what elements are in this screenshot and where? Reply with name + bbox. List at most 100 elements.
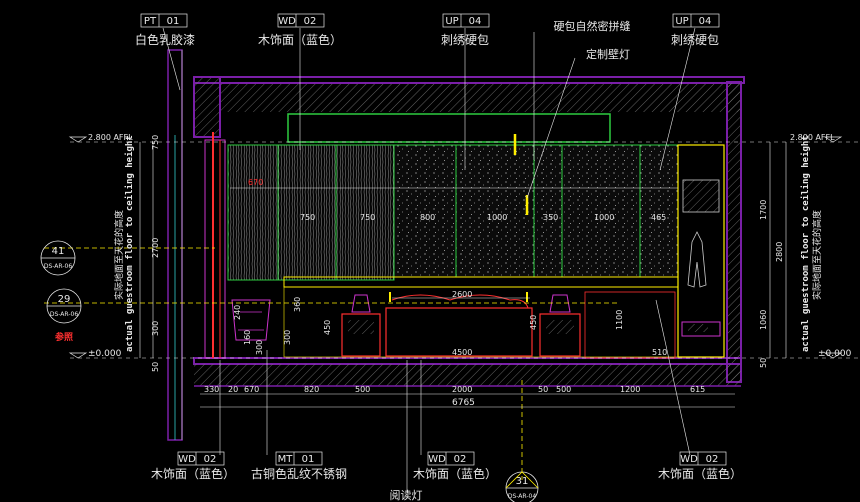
dim-inner-height: 1100 bbox=[615, 310, 624, 330]
callout-desc: 古铜色乱纹不锈钢 bbox=[251, 466, 347, 481]
callout-wd02-b3: WD 02 木饰面（蓝色） bbox=[658, 451, 742, 481]
dim-inner-4: 450 bbox=[323, 320, 332, 335]
callout-num: 04 bbox=[699, 16, 712, 27]
side-label-cn-right: 实际地面至天花的高度 bbox=[811, 210, 823, 300]
dim-inner-5: 300 bbox=[283, 330, 292, 345]
section-num: 31 bbox=[516, 476, 529, 487]
dim-bottom-8: 500 bbox=[556, 385, 571, 394]
dim-inner-8: 450 bbox=[529, 315, 538, 330]
callout-desc: 木饰面（蓝色） bbox=[258, 33, 342, 47]
dim-inner-10: 300 bbox=[255, 340, 264, 355]
dim-bottom-6: 2000 bbox=[452, 385, 472, 394]
level-floor-right: ±0.000 bbox=[818, 349, 852, 359]
upholstered-panel-5 bbox=[639, 144, 679, 278]
table-lamp-right bbox=[549, 294, 571, 313]
side-label-en-left: actual guestroom floor to ceiling height bbox=[124, 135, 135, 352]
wardrobe bbox=[677, 144, 725, 358]
callout-code: PT bbox=[144, 16, 157, 27]
callout-code: MT bbox=[278, 454, 294, 465]
section-ref: DS-AR-04 bbox=[508, 493, 536, 500]
callout-code: WD bbox=[680, 454, 698, 465]
dimension-text: 750 2700 300 50 1700 2800 1060 50 670 75… bbox=[151, 135, 784, 408]
leader-lines bbox=[162, 27, 696, 492]
safe-drawer bbox=[681, 321, 721, 337]
dim-right-4: 50 bbox=[759, 358, 768, 368]
section-ref: DS-AR-06 bbox=[44, 263, 72, 270]
callout-seam-note: 硬包自然密拼缝 bbox=[554, 19, 631, 33]
section-num: 29 bbox=[58, 294, 71, 305]
right-wall bbox=[726, 81, 742, 383]
callout-num: 02 bbox=[454, 454, 467, 465]
furniture bbox=[231, 291, 676, 359]
dim-left-2: 2700 bbox=[151, 238, 160, 258]
dim-panel-4: 800 bbox=[420, 213, 435, 222]
dim-bottom-9: 1200 bbox=[620, 385, 640, 394]
dim-inner-6: 360 bbox=[293, 297, 302, 312]
dim-inner-bed-overall: 4500 bbox=[452, 348, 472, 357]
luggage-rack bbox=[682, 179, 720, 213]
lights bbox=[389, 134, 529, 302]
callouts-bottom: WD 02 木饰面（蓝色） MT 01 古铜色乱纹不锈钢 WD 02 木饰面（蓝… bbox=[151, 451, 742, 502]
wall-panels bbox=[227, 144, 725, 358]
dim-bottom-2: 20 bbox=[228, 385, 238, 394]
dimension-lines bbox=[139, 142, 787, 408]
dim-inner-7: 240 bbox=[233, 305, 242, 320]
dim-bottom-4: 820 bbox=[304, 385, 319, 394]
dim-bottom-10: 615 bbox=[690, 385, 705, 394]
callout-reading-light: 阅读灯 bbox=[390, 488, 423, 502]
upholstered-panel-2 bbox=[455, 144, 535, 278]
dim-left-1: 750 bbox=[151, 135, 160, 150]
callout-desc: 刺绣硬包 bbox=[441, 33, 489, 47]
dim-panel-6: 350 bbox=[543, 213, 558, 222]
upholstered-panel-4 bbox=[561, 144, 641, 278]
dim-panel-3: 750 bbox=[360, 213, 375, 222]
dim-inner-9: 160 bbox=[243, 330, 252, 345]
wood-panel-2 bbox=[277, 144, 337, 281]
dim-left-3: 300 bbox=[151, 321, 160, 336]
floor-slab bbox=[193, 357, 742, 365]
dim-bottom-3: 670 bbox=[244, 385, 259, 394]
dim-panel-8: 465 bbox=[651, 213, 666, 222]
wood-panel-3 bbox=[335, 144, 395, 281]
left-wall-upper bbox=[193, 76, 221, 138]
callout-desc: 木饰面（蓝色） bbox=[658, 467, 742, 481]
dim-panel-1: 670 bbox=[248, 178, 263, 187]
section-marker-29: 29 DS-AR-06 bbox=[46, 288, 82, 324]
callout-wd02-top: WD 02 木饰面（蓝色） bbox=[258, 13, 342, 47]
callout-code: UP bbox=[445, 16, 458, 27]
side-label-en-right: actual guestroom floor to ceiling height bbox=[800, 135, 811, 352]
window-frame bbox=[204, 139, 226, 359]
callout-mt01: MT 01 古铜色乱纹不锈钢 bbox=[251, 451, 347, 481]
callout-num: 02 bbox=[204, 454, 217, 465]
level-ceiling-left: 2.800 AFFL bbox=[88, 133, 133, 142]
callout-pt01: PT 01 白色乳胶漆 bbox=[135, 13, 195, 47]
section-marker-31: 31 DS-AR-04 bbox=[505, 471, 539, 502]
dim-right-2: 2800 bbox=[775, 242, 784, 262]
section-markers: 41 DS-AR-06 29 DS-AR-06 参照 31 DS-AR-04 bbox=[40, 240, 539, 502]
dim-right-1: 1700 bbox=[759, 200, 768, 220]
callout-wd02-b1: WD 02 木饰面（蓝色） bbox=[151, 451, 235, 481]
bathrobe-icon bbox=[687, 231, 707, 288]
callout-wall-lamp-note: 定制壁灯 bbox=[586, 47, 630, 61]
dim-left-4: 50 bbox=[151, 362, 160, 372]
nightstand-left bbox=[341, 313, 381, 357]
floor-hatch bbox=[194, 364, 741, 386]
level-markers: 2.800 AFFL 2.800 AFFL ±0.000 ±0.000 bbox=[68, 133, 852, 359]
callout-desc: 白色乳胶漆 bbox=[135, 32, 195, 47]
ceiling-slab bbox=[220, 82, 740, 112]
dim-right-3: 1060 bbox=[759, 310, 768, 330]
level-floor-left: ±0.000 bbox=[88, 349, 122, 359]
callout-num: 01 bbox=[302, 454, 315, 465]
side-labels: 实际地面至天花的高度 actual guestroom floor to cei… bbox=[113, 135, 823, 352]
level-ceiling-right: 2.800 AFFL bbox=[790, 133, 835, 142]
dim-panel-5: 1000 bbox=[487, 213, 507, 222]
bed bbox=[385, 307, 533, 357]
callout-num: 04 bbox=[469, 16, 482, 27]
nightstand-right bbox=[539, 313, 581, 357]
dim-bottom-5: 500 bbox=[355, 385, 370, 394]
side-label-cn-left: 实际地面至天花的高度 bbox=[113, 210, 125, 300]
dim-inner-bed-width: 2600 bbox=[452, 290, 472, 299]
callout-num: 02 bbox=[706, 454, 719, 465]
callout-up04-b: UP 04 刺绣硬包 bbox=[671, 13, 720, 47]
